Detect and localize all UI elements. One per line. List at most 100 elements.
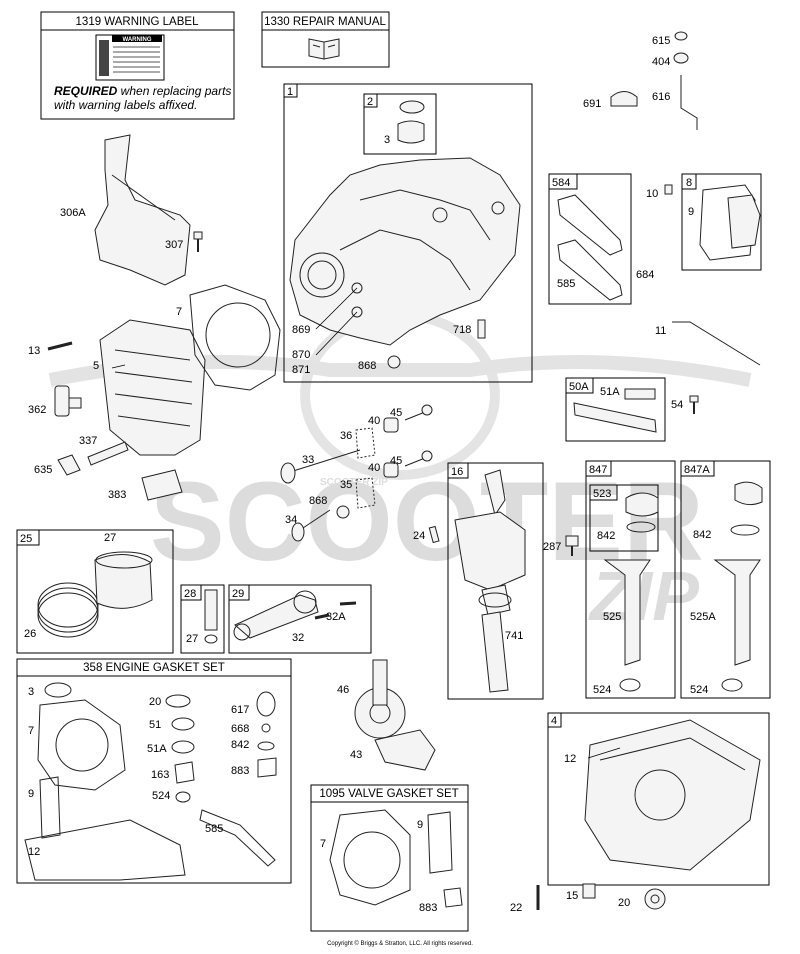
dowel-pin <box>477 319 486 339</box>
breather-8-number: 8 <box>686 177 692 189</box>
piston-box: 25 <box>16 529 174 654</box>
warning-label-title: 1319 WARNING LABEL <box>76 16 200 28</box>
callout: 7 <box>320 838 326 850</box>
callout: 15 <box>566 890 578 902</box>
callout: 842 <box>231 739 249 751</box>
callout: 9 <box>688 206 694 218</box>
warning-label-box: 1319 WARNING LABEL WARNING REQUIRED when… <box>40 11 235 120</box>
repair-manual-title: 1330 REPAIR MANUAL <box>264 16 386 28</box>
callout: 617 <box>231 704 249 716</box>
rod-box: 29 <box>228 584 372 654</box>
callout: 306A <box>60 207 86 219</box>
tube-50a-number: 50A <box>569 381 589 393</box>
bearing-sleeve <box>397 120 425 144</box>
callout: 616 <box>652 91 670 103</box>
part-635 <box>57 454 81 476</box>
cylinder-head <box>99 319 206 456</box>
callout: 35 <box>340 479 352 491</box>
callout: 525 <box>603 611 621 623</box>
dipstick-tube-11 <box>672 321 761 366</box>
camshaft <box>354 659 436 771</box>
callout: 32 <box>292 632 304 644</box>
callout-labels: 306A 307 7 13 5 362 337 635 383 3 869 87… <box>24 35 716 914</box>
seal-20 <box>644 888 666 910</box>
fitting-287 <box>565 535 579 556</box>
part-615 <box>674 31 688 41</box>
crankshaft-box: 16 <box>447 462 544 700</box>
callout: 51A <box>600 386 620 398</box>
callout: 163 <box>151 769 169 781</box>
callout: 668 <box>231 723 249 735</box>
callout: 20 <box>149 696 161 708</box>
warning-note-line1: REQUIRED when replacing parts <box>54 84 231 98</box>
callout: 45 <box>390 407 402 419</box>
callout: 46 <box>337 684 349 696</box>
callout: 3 <box>28 686 34 698</box>
callout: 40 <box>368 462 380 474</box>
callout: 383 <box>108 489 126 501</box>
callout: 868 <box>309 495 327 507</box>
callout: 524 <box>152 790 170 802</box>
callout: 22 <box>510 902 522 914</box>
callout: 869 <box>292 324 310 336</box>
dipstick-847-number: 847 <box>589 464 607 476</box>
callout: 27 <box>186 633 198 645</box>
callout: 870 <box>292 349 310 361</box>
dipstick-847-box: 847 523 <box>585 460 676 699</box>
part-362 <box>54 385 82 417</box>
callout: 5 <box>93 360 99 372</box>
head-gasket-top <box>189 284 281 391</box>
valve-gasket-title: 1095 VALVE GASKET SET <box>319 788 458 800</box>
callout: 842 <box>597 530 615 542</box>
bearing-group-number: 2 <box>367 96 373 108</box>
breather-584-box: 584 <box>548 173 632 305</box>
watermark-sub: SCOOTER ZIP <box>320 477 388 488</box>
callout: 12 <box>28 846 40 858</box>
callout: 691 <box>583 98 601 110</box>
callout: 45 <box>390 455 402 467</box>
callout: 26 <box>24 628 36 640</box>
callout: 337 <box>79 435 97 447</box>
callout: 635 <box>34 464 52 476</box>
plug <box>387 355 401 369</box>
callout: 7 <box>28 725 34 737</box>
callout: 13 <box>28 345 40 357</box>
valve-parts <box>280 404 440 544</box>
callout: 11 <box>655 325 666 337</box>
warning-sticker: WARNING <box>95 34 165 81</box>
breather-8-box: 8 <box>681 173 762 271</box>
callout: 51 <box>149 719 161 731</box>
callout: 9 <box>28 788 34 800</box>
callout: 585 <box>205 823 223 835</box>
dipstick-523-number: 523 <box>593 488 611 500</box>
engine-gasket-title: 358 ENGINE GASKET SET <box>83 662 225 674</box>
callout: 34 <box>285 514 297 526</box>
callout: 883 <box>231 765 249 777</box>
part-10 <box>664 184 673 195</box>
tube-50a-box: 50A <box>565 377 666 442</box>
callout: 362 <box>28 404 46 416</box>
warning-note-line2: with warning labels affixed. <box>54 98 197 112</box>
pin-box: 28 <box>180 584 225 654</box>
callout: 871 <box>292 364 310 376</box>
pin-group-number: 28 <box>184 588 196 600</box>
callout: 36 <box>340 430 352 442</box>
callout: 40 <box>368 415 380 427</box>
valve-gasket-set-box: 1095 VALVE GASKET SET <box>310 784 469 932</box>
callout: 404 <box>652 56 670 68</box>
callout: 32A <box>326 611 346 623</box>
callout: 883 <box>419 902 437 914</box>
leader-lines <box>111 287 621 759</box>
bolt-54 <box>689 395 699 414</box>
callout: 287 <box>543 541 561 553</box>
callout: 24 <box>413 530 425 542</box>
callout: 20 <box>618 897 630 909</box>
callout: 54 <box>671 399 683 411</box>
callout: 718 <box>453 324 471 336</box>
piston-group-number: 25 <box>20 533 32 545</box>
copyright-notice: Copyright © Briggs & Stratton, LLC. All … <box>327 941 473 947</box>
repair-manual-box: 1330 REPAIR MANUAL <box>261 11 390 68</box>
spark-plug-337 <box>87 441 129 466</box>
sump-group-number: 4 <box>551 715 557 727</box>
